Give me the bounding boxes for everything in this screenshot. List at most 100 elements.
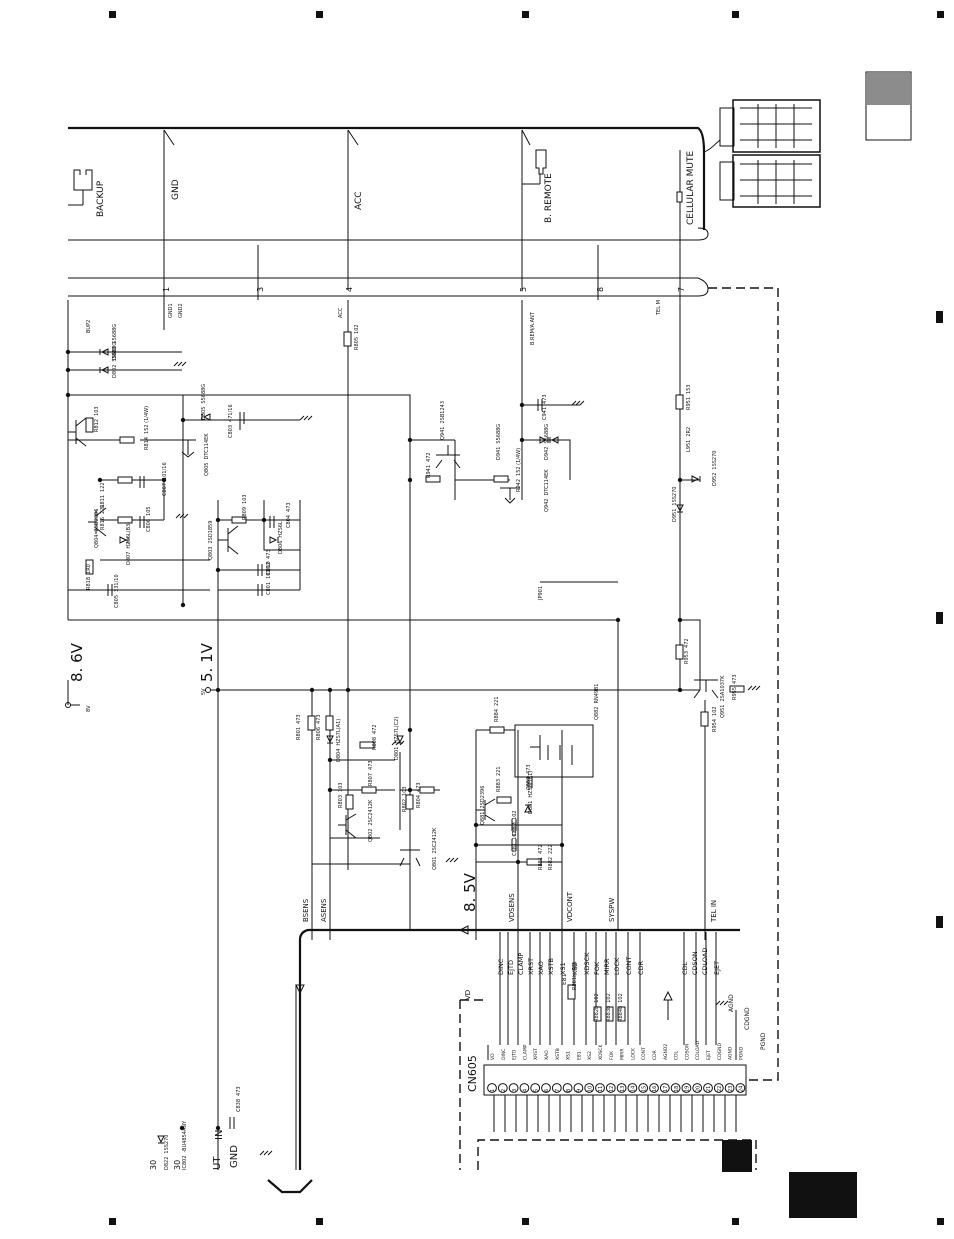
component-ref: R812 [94, 419, 100, 432]
component-label-r881: R881472 [538, 844, 544, 870]
bus-signal: XRST [527, 958, 535, 975]
component-label-q882: Q882RN4981 [594, 684, 600, 720]
cn605-signal: CLAMP [522, 1044, 528, 1060]
component-value: HZS6L [278, 521, 284, 538]
component-label-c882: C882102 [512, 810, 518, 836]
resistor-symbols [85, 331, 745, 1022]
label-30b: 30 [173, 1160, 182, 1170]
component-ref: C807 [162, 483, 168, 496]
bus-label-pgnd: PGND [760, 1032, 767, 1050]
component-value: 1R0 [86, 564, 92, 574]
component-label-q941: Q941 2SB1243 [440, 401, 446, 440]
pin-4: 4 [345, 287, 354, 292]
label-gnd1: GND1 [168, 303, 174, 318]
cn605-signal: VD [490, 1053, 496, 1060]
component-label-d942: D942S5688G [544, 424, 550, 460]
component-value: 102 [594, 993, 600, 1003]
component-ref: R941 [426, 465, 432, 478]
cn605-pin-circle [595, 1083, 605, 1093]
label-gnd: GND [171, 179, 181, 200]
component-label-r942: R942152 (1/4W) [516, 448, 522, 492]
cn605-pin-circle [681, 1083, 692, 1093]
component-value: 221 [100, 504, 106, 514]
cn605-label: CN605 [466, 1055, 479, 1092]
component-label-d822: D8221SS270 [164, 1135, 170, 1170]
net-tel-in: TEL IN [710, 900, 718, 923]
component-ref: R884b [618, 1006, 624, 1022]
component-ref: R954 [712, 719, 718, 732]
label-in: IN [214, 1130, 225, 1140]
component-ref: R803 [338, 795, 344, 808]
component-ref: Q802 [368, 829, 374, 842]
component-value: 2SD2396 [94, 509, 100, 532]
pin-7: 7 [677, 287, 686, 292]
component-value: 2SA1037K [720, 675, 726, 702]
component-label-c802: C802473 [266, 549, 272, 575]
cn605-signal: DINC [501, 1049, 507, 1060]
component-ref: R953 [684, 651, 690, 664]
component-label-q942: Q942DTC114EK [544, 469, 550, 512]
bus-signal: CONT [625, 956, 633, 975]
component-label-r884: R884221 [494, 696, 500, 722]
component-value: S5688G [544, 424, 550, 444]
component-ref: Q941 [440, 427, 446, 440]
component-ref: R951 [686, 397, 692, 410]
component-ref: L951 [686, 440, 692, 452]
component-value: 102 [512, 810, 518, 820]
label-telm: TEL M [656, 300, 662, 316]
component-value: 472 [426, 452, 432, 462]
pin-5: 5 [519, 287, 528, 292]
component-value: 472 [538, 844, 544, 854]
component-ref: Q801 [432, 857, 438, 870]
component-ref: D941 [496, 447, 502, 460]
cn605-signal: AGND2 [663, 1044, 669, 1060]
component-label-c804: C804473 [286, 502, 292, 528]
pin-8: 8 [596, 287, 605, 292]
signal-bus [267, 925, 740, 1194]
net-vdcont: VDCONT [566, 891, 574, 922]
cn605-pin-number: 23 [728, 1086, 734, 1092]
component-label-r951: R951153 [686, 384, 692, 410]
component-value: HZS7L(C2) [394, 717, 400, 744]
rail-8v5: 8. 5V [461, 872, 479, 912]
component-value: 2SD1859 [208, 521, 214, 544]
component-value: HZS6L(B3) [126, 522, 132, 549]
component-value: 1SS270 [164, 1135, 170, 1154]
junction-dots [65, 349, 683, 1131]
bus-signal: EJET [713, 961, 721, 975]
component-value: 105 [146, 506, 152, 516]
component-value: 102 [712, 706, 718, 716]
component-ref: D801 [394, 747, 400, 760]
component-ref: D802 [112, 365, 118, 378]
component-value: 2SB1243 [440, 401, 446, 424]
component-value: 221 [494, 696, 500, 706]
cn605-signal: LOCK [630, 1047, 636, 1060]
component-label-r804: R804473 [416, 782, 422, 808]
component-label-r955: R955473 [732, 674, 738, 700]
component-value: 472 [372, 724, 378, 734]
component-label-r881b: R881bE81 [572, 961, 578, 990]
label-acc: ACC [354, 191, 364, 210]
component-label-q951: Q9512SA1037K [720, 675, 726, 718]
bus-label-cdgnd: CDGND [744, 1007, 751, 1030]
component-value: 2SD2396 [480, 786, 486, 809]
component-ref: R883b [606, 1006, 612, 1022]
component-label-r812: R812103 [94, 406, 100, 432]
backup-plug-icon [68, 169, 93, 206]
cn605-signal: AGND [728, 1046, 734, 1060]
component-value: HZS6L(B1) [528, 771, 534, 798]
component-ref: R808 [372, 737, 378, 750]
component-label-r805: R805102 [354, 324, 360, 350]
component-ref: Q882 [594, 707, 600, 720]
component-label-r811: R811122 [100, 482, 106, 508]
bus-label-agnd: AGND [728, 994, 735, 1012]
component-ref: D881 [528, 801, 534, 814]
cn605-pin-circle [530, 1083, 541, 1093]
component-value: 473 [416, 782, 422, 792]
cn605-pin-circle [541, 1083, 551, 1093]
component-value: 473 [526, 764, 532, 774]
label-b-remote: B. REMOTE [544, 173, 554, 223]
label-30a: 30 [149, 1160, 158, 1170]
bus-signal: EJTD [507, 960, 515, 975]
